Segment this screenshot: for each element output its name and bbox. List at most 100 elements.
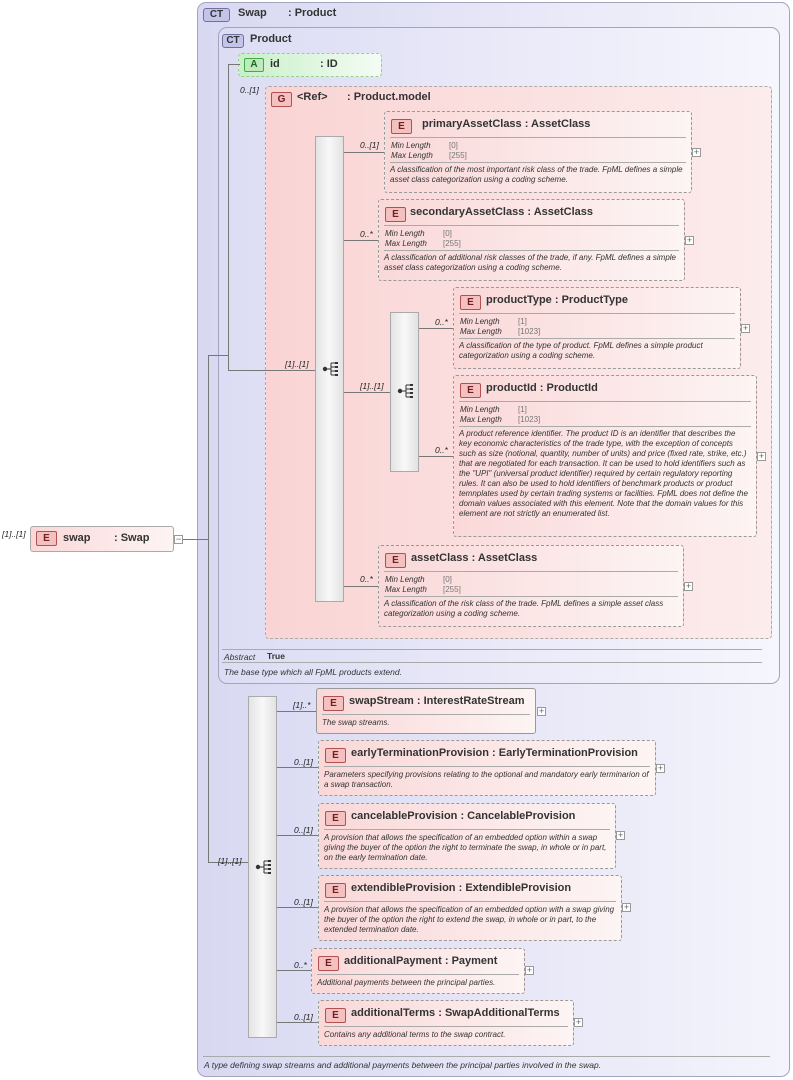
max-length-label: Max Length [385, 585, 427, 594]
element-additional-terms[interactable]: E additionalTerms : SwapAdditionalTerms … [318, 1000, 574, 1046]
element-documentation: A classification of the risk class of th… [384, 599, 664, 618]
element-type: : InterestRateStream [416, 695, 525, 707]
element-product-id[interactable]: E productId : ProductId Min Length [1] M… [453, 375, 757, 537]
element-primary-asset-class[interactable]: E primaryAssetClass : AssetClass Min Len… [384, 111, 692, 193]
cardinality: 0..* [360, 229, 373, 239]
element-tag: E [325, 1008, 346, 1023]
element-extendible-provision[interactable]: E extendibleProvision : ExtendibleProvis… [318, 875, 622, 941]
element-tag: E [460, 295, 481, 310]
element-tag: E [323, 696, 344, 711]
max-length-value: [1023] [518, 415, 541, 424]
max-length-value: [255] [443, 239, 461, 248]
expand-icon[interactable]: + [685, 235, 694, 245]
expand-icon[interactable]: + [741, 323, 750, 333]
root-cardinality: [1]..[1] [2, 529, 26, 539]
root-element-swap[interactable] [30, 526, 174, 552]
element-documentation: Parameters specifying provisions relatin… [324, 770, 649, 789]
id-attribute-type: : ID [320, 58, 338, 70]
cardinality: 0..[1] [294, 897, 313, 907]
product-type-documentation: The base type which all FpML products ex… [224, 667, 402, 677]
element-additional-payment[interactable]: E additionalPayment : Payment Additional… [311, 948, 525, 994]
max-length-value: [1023] [518, 327, 541, 336]
sequence-icon [255, 860, 271, 874]
element-name: earlyTerminationProvision [351, 747, 489, 759]
cardinality: [1]..* [293, 700, 311, 710]
cardinality: 0..[1] [294, 757, 313, 767]
expand-icon[interactable]: + [537, 706, 546, 716]
cardinality: 0..* [294, 960, 307, 970]
attribute-tag: A [244, 58, 264, 72]
expand-icon[interactable]: + [616, 830, 625, 840]
min-length-label: Min Length [460, 405, 500, 414]
element-cancelable-provision[interactable]: E cancelableProvision : CancelableProvis… [318, 803, 616, 869]
min-length-value: [0] [443, 229, 452, 238]
element-documentation: A classification of the type of product.… [459, 341, 703, 360]
element-type: : CancelableProvision [460, 810, 576, 822]
id-attribute-name: id [270, 58, 280, 70]
element-documentation: Contains any additional terms to the swa… [324, 1030, 506, 1039]
min-length-label: Min Length [391, 141, 431, 150]
choice-cardinality: [1]..[1] [360, 381, 384, 391]
min-length-value: [0] [449, 141, 458, 150]
min-length-value: [1] [518, 405, 527, 414]
max-length-label: Max Length [460, 327, 502, 336]
root-element-type: : Swap [114, 532, 150, 544]
element-type: : SwapAdditionalTerms [438, 1007, 560, 1019]
element-tag: E [318, 956, 339, 971]
max-length-value: [255] [449, 151, 467, 160]
swap-type-documentation: A type defining swap streams and additio… [204, 1060, 602, 1070]
product-type-name: Product [250, 33, 292, 45]
element-tag: E [391, 119, 412, 134]
abstract-value: True [267, 651, 285, 661]
id-cardinality: 0..[1] [240, 85, 259, 95]
min-length-value: [1] [518, 317, 527, 326]
element-name: primaryAssetClass [422, 118, 522, 130]
element-name: assetClass [411, 552, 469, 564]
element-tag: E [325, 811, 346, 826]
element-type: : EarlyTerminationProvision [492, 747, 638, 759]
cardinality: 0..[1] [294, 825, 313, 835]
swap-type-base: : Product [288, 7, 337, 19]
expand-icon[interactable]: + [574, 1017, 583, 1027]
element-swap-stream[interactable]: E swapStream : InterestRateStream The sw… [316, 688, 536, 734]
expand-icon[interactable]: + [525, 965, 534, 975]
group-tag: G [271, 92, 292, 107]
expand-icon[interactable]: + [656, 763, 665, 773]
element-tag: E [36, 531, 57, 546]
element-documentation: A classification of additional risk clas… [384, 253, 676, 272]
element-documentation: A provision that allows the specificatio… [324, 833, 607, 862]
element-tag: E [385, 553, 406, 568]
cardinality: 0..[1] [294, 1012, 313, 1022]
root-element-name: swap [63, 532, 91, 544]
expand-icon[interactable]: + [692, 147, 701, 157]
element-tag: E [325, 748, 346, 763]
complex-type-tag: CT [222, 34, 244, 48]
element-type: : ProductType [554, 294, 628, 306]
model-sequence-cardinality: [1]..[1] [285, 359, 309, 369]
max-length-label: Max Length [385, 239, 427, 248]
element-documentation: A product reference identifier. The prod… [459, 429, 748, 518]
element-product-type[interactable]: E productType : ProductType Min Length [… [453, 287, 741, 369]
element-tag: E [385, 207, 406, 222]
cardinality: 0..* [435, 317, 448, 327]
element-tag: E [325, 883, 346, 898]
element-documentation: A classification of the most important r… [390, 165, 683, 184]
max-length-label: Max Length [460, 415, 502, 424]
expand-icon[interactable]: + [757, 451, 766, 461]
min-length-value: [0] [443, 575, 452, 584]
product-model-name: : Product.model [347, 91, 431, 103]
element-name: cancelableProvision [351, 810, 458, 822]
element-early-termination-provision[interactable]: E earlyTerminationProvision : EarlyTermi… [318, 740, 656, 796]
element-secondary-asset-class[interactable]: E secondaryAssetClass : AssetClass Min L… [378, 199, 685, 281]
element-type: : ExtendibleProvision [458, 882, 572, 894]
element-type: : ProductId [539, 382, 598, 394]
element-documentation: A provision that allows the specificatio… [324, 905, 615, 934]
collapse-icon[interactable]: − [174, 534, 183, 544]
max-length-value: [255] [443, 585, 461, 594]
element-asset-class[interactable]: E assetClass : AssetClass Min Length [0]… [378, 545, 684, 627]
expand-icon[interactable]: + [684, 581, 693, 591]
sequence-icon [397, 384, 413, 398]
element-documentation: The swap streams. [322, 718, 390, 727]
expand-icon[interactable]: + [622, 902, 631, 912]
element-type: : Payment [444, 955, 498, 967]
